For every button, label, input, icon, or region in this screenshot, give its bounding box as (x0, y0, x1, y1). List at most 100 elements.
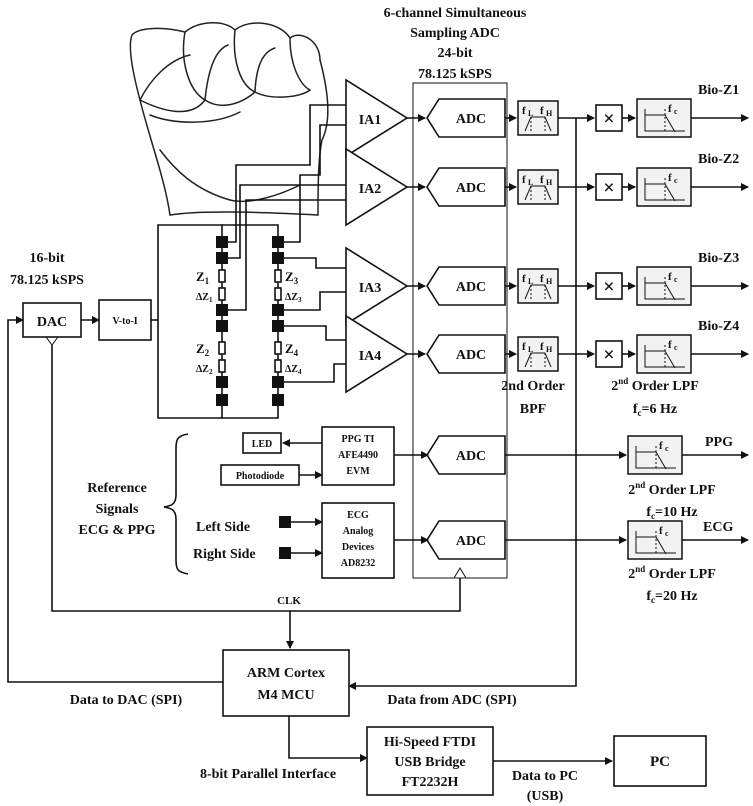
lpf-fc-subscript: c (674, 275, 678, 284)
adc-channel-block (426, 266, 506, 306)
lpf-fc-label: f (668, 103, 672, 115)
lpf-fc-subscript: c (674, 343, 678, 352)
bandpass-filter-block (517, 169, 559, 205)
lpf-fc-subscript: c (674, 107, 678, 116)
electrode-pad (272, 252, 284, 264)
dz3-label: ΔZ3 (285, 292, 302, 304)
ppg-afe-line3: EVM (346, 466, 370, 477)
bpf-fl-subscript: L (528, 109, 533, 118)
adc-clock-input-icon (453, 567, 467, 579)
lowpass-axes-icon (635, 531, 676, 554)
output-label-bioz: Bio-Z2 (698, 152, 739, 167)
mcu-label-line2: M4 MCU (257, 688, 314, 703)
bpf-fl-subscript: L (528, 345, 533, 354)
reference-brace-icon (163, 433, 189, 575)
lpf-fc-label: f (668, 271, 672, 283)
electrode-pad (216, 320, 228, 332)
ia-input-wires (228, 104, 346, 383)
electrode-pad (272, 320, 284, 332)
bpf-fl-label: f (522, 273, 526, 285)
parallel-bus (288, 716, 368, 762)
z1-label: Z1 (196, 269, 210, 286)
data-to-pc-line1: Data to PC (512, 769, 578, 784)
dac-header-line2: 78.125 kSPS (10, 273, 84, 288)
adc-channel-block (426, 334, 506, 374)
electrode-pad (272, 394, 284, 406)
adc-channel-block (426, 520, 506, 560)
dac-clock-input-icon (45, 336, 59, 346)
bpf-label-line1: 2nd Order (501, 379, 564, 394)
dz4-label: ΔZ4 (285, 364, 302, 376)
bpf-fh-subscript: H (546, 277, 553, 286)
output-label-ppg: PPG (705, 435, 733, 450)
resistor-dz1 (218, 287, 226, 301)
ecg-afe-line4: AD8232 (341, 558, 375, 569)
lpf-fc-label: f (659, 440, 663, 452)
bandpass-filter-block (517, 268, 559, 304)
bandpass-marker-icon (530, 285, 546, 300)
fc-20hz-label: fc=20 Hz (646, 589, 697, 605)
z3-label: Z3 (285, 269, 299, 286)
ppg-afe-line2: AFE4490 (338, 450, 378, 461)
resistor-dz2 (218, 359, 226, 373)
adc-channel-label: ADC (456, 449, 486, 464)
lpf-fc-subscript: c (665, 444, 669, 453)
multiply-icon: × (603, 344, 614, 366)
lpf-label-biz: 2nd Order LPF (611, 376, 699, 394)
adc-channel-block (426, 167, 506, 207)
bandpass-marker-icon (530, 353, 546, 368)
instrumentation-amplifier (345, 78, 409, 158)
adc-channel-label: ADC (456, 112, 486, 127)
multiply-icon: × (603, 276, 614, 298)
parallel-interface-label: 8-bit Parallel Interface (200, 767, 336, 782)
electrode-pad (272, 236, 284, 248)
instrumentation-amplifier (345, 147, 409, 227)
data-to-dac-label: Data to DAC (SPI) (70, 693, 183, 708)
resistor-z2 (218, 341, 226, 355)
adc-channel-label: ADC (456, 534, 486, 549)
data-from-adc-label: Data from ADC (SPI) (387, 693, 517, 708)
ia-label: IA1 (359, 113, 382, 128)
adc-header-line1: 6-channel Simultaneous (384, 6, 527, 21)
lpf-fc-subscript: c (674, 176, 678, 185)
bpf-fh-label: f (540, 174, 544, 186)
adc-header-line2: Sampling ADC (410, 26, 500, 41)
output-label-ecg: ECG (703, 520, 733, 535)
dac-label: DAC (37, 315, 67, 330)
mcu-block (222, 649, 350, 717)
bpf-fl-label: f (522, 174, 526, 186)
ftdi-label-line2: USB Bridge (394, 755, 465, 770)
resistor-dz4 (274, 359, 282, 373)
v-to-i-label: V-to-I (112, 316, 137, 327)
ecg-afe-line1: ECG (347, 510, 369, 521)
right-electrode-pad (279, 547, 291, 559)
bandpass-response-icon (524, 185, 552, 201)
adc-header: 6-channel Simultaneous Sampling ADC 24-b… (384, 6, 527, 82)
lpf-label-ppg: 2nd Order LPF (628, 480, 716, 498)
adc-header-line3: 24-bit (438, 46, 473, 61)
multiply-icon: × (603, 177, 614, 199)
bpf-fh-subscript: H (546, 345, 553, 354)
ecg-afe-block (321, 502, 395, 579)
photodiode-label: Photodiode (236, 471, 285, 482)
adc-channel-block (426, 98, 506, 138)
z2-label: Z2 (196, 341, 210, 358)
bpf-fl-subscript: L (528, 277, 533, 286)
ecg-afe-line3: Devices (342, 542, 374, 553)
ftdi-label-line3: FT2232H (402, 775, 459, 790)
ftdi-label-line1: Hi-Speed FTDI (384, 735, 476, 750)
pc-label: PC (650, 754, 670, 770)
dac-header-line1: 16-bit (30, 251, 65, 266)
fc-10hz-label: fc=10 Hz (646, 505, 697, 521)
ppg-afe-block (321, 426, 395, 486)
lpf-fc-label: f (668, 339, 672, 351)
ia-label: IA3 (359, 281, 382, 296)
led-block (242, 432, 282, 454)
lpf-label-ecg: 2nd Order LPF (628, 564, 716, 582)
right-side-label: Right Side (193, 547, 256, 562)
ia-label: IA4 (359, 349, 382, 364)
mixer-block (595, 340, 623, 368)
output-label-bioz: Bio-Z3 (698, 251, 739, 266)
instrumentation-amplifier (345, 246, 409, 326)
